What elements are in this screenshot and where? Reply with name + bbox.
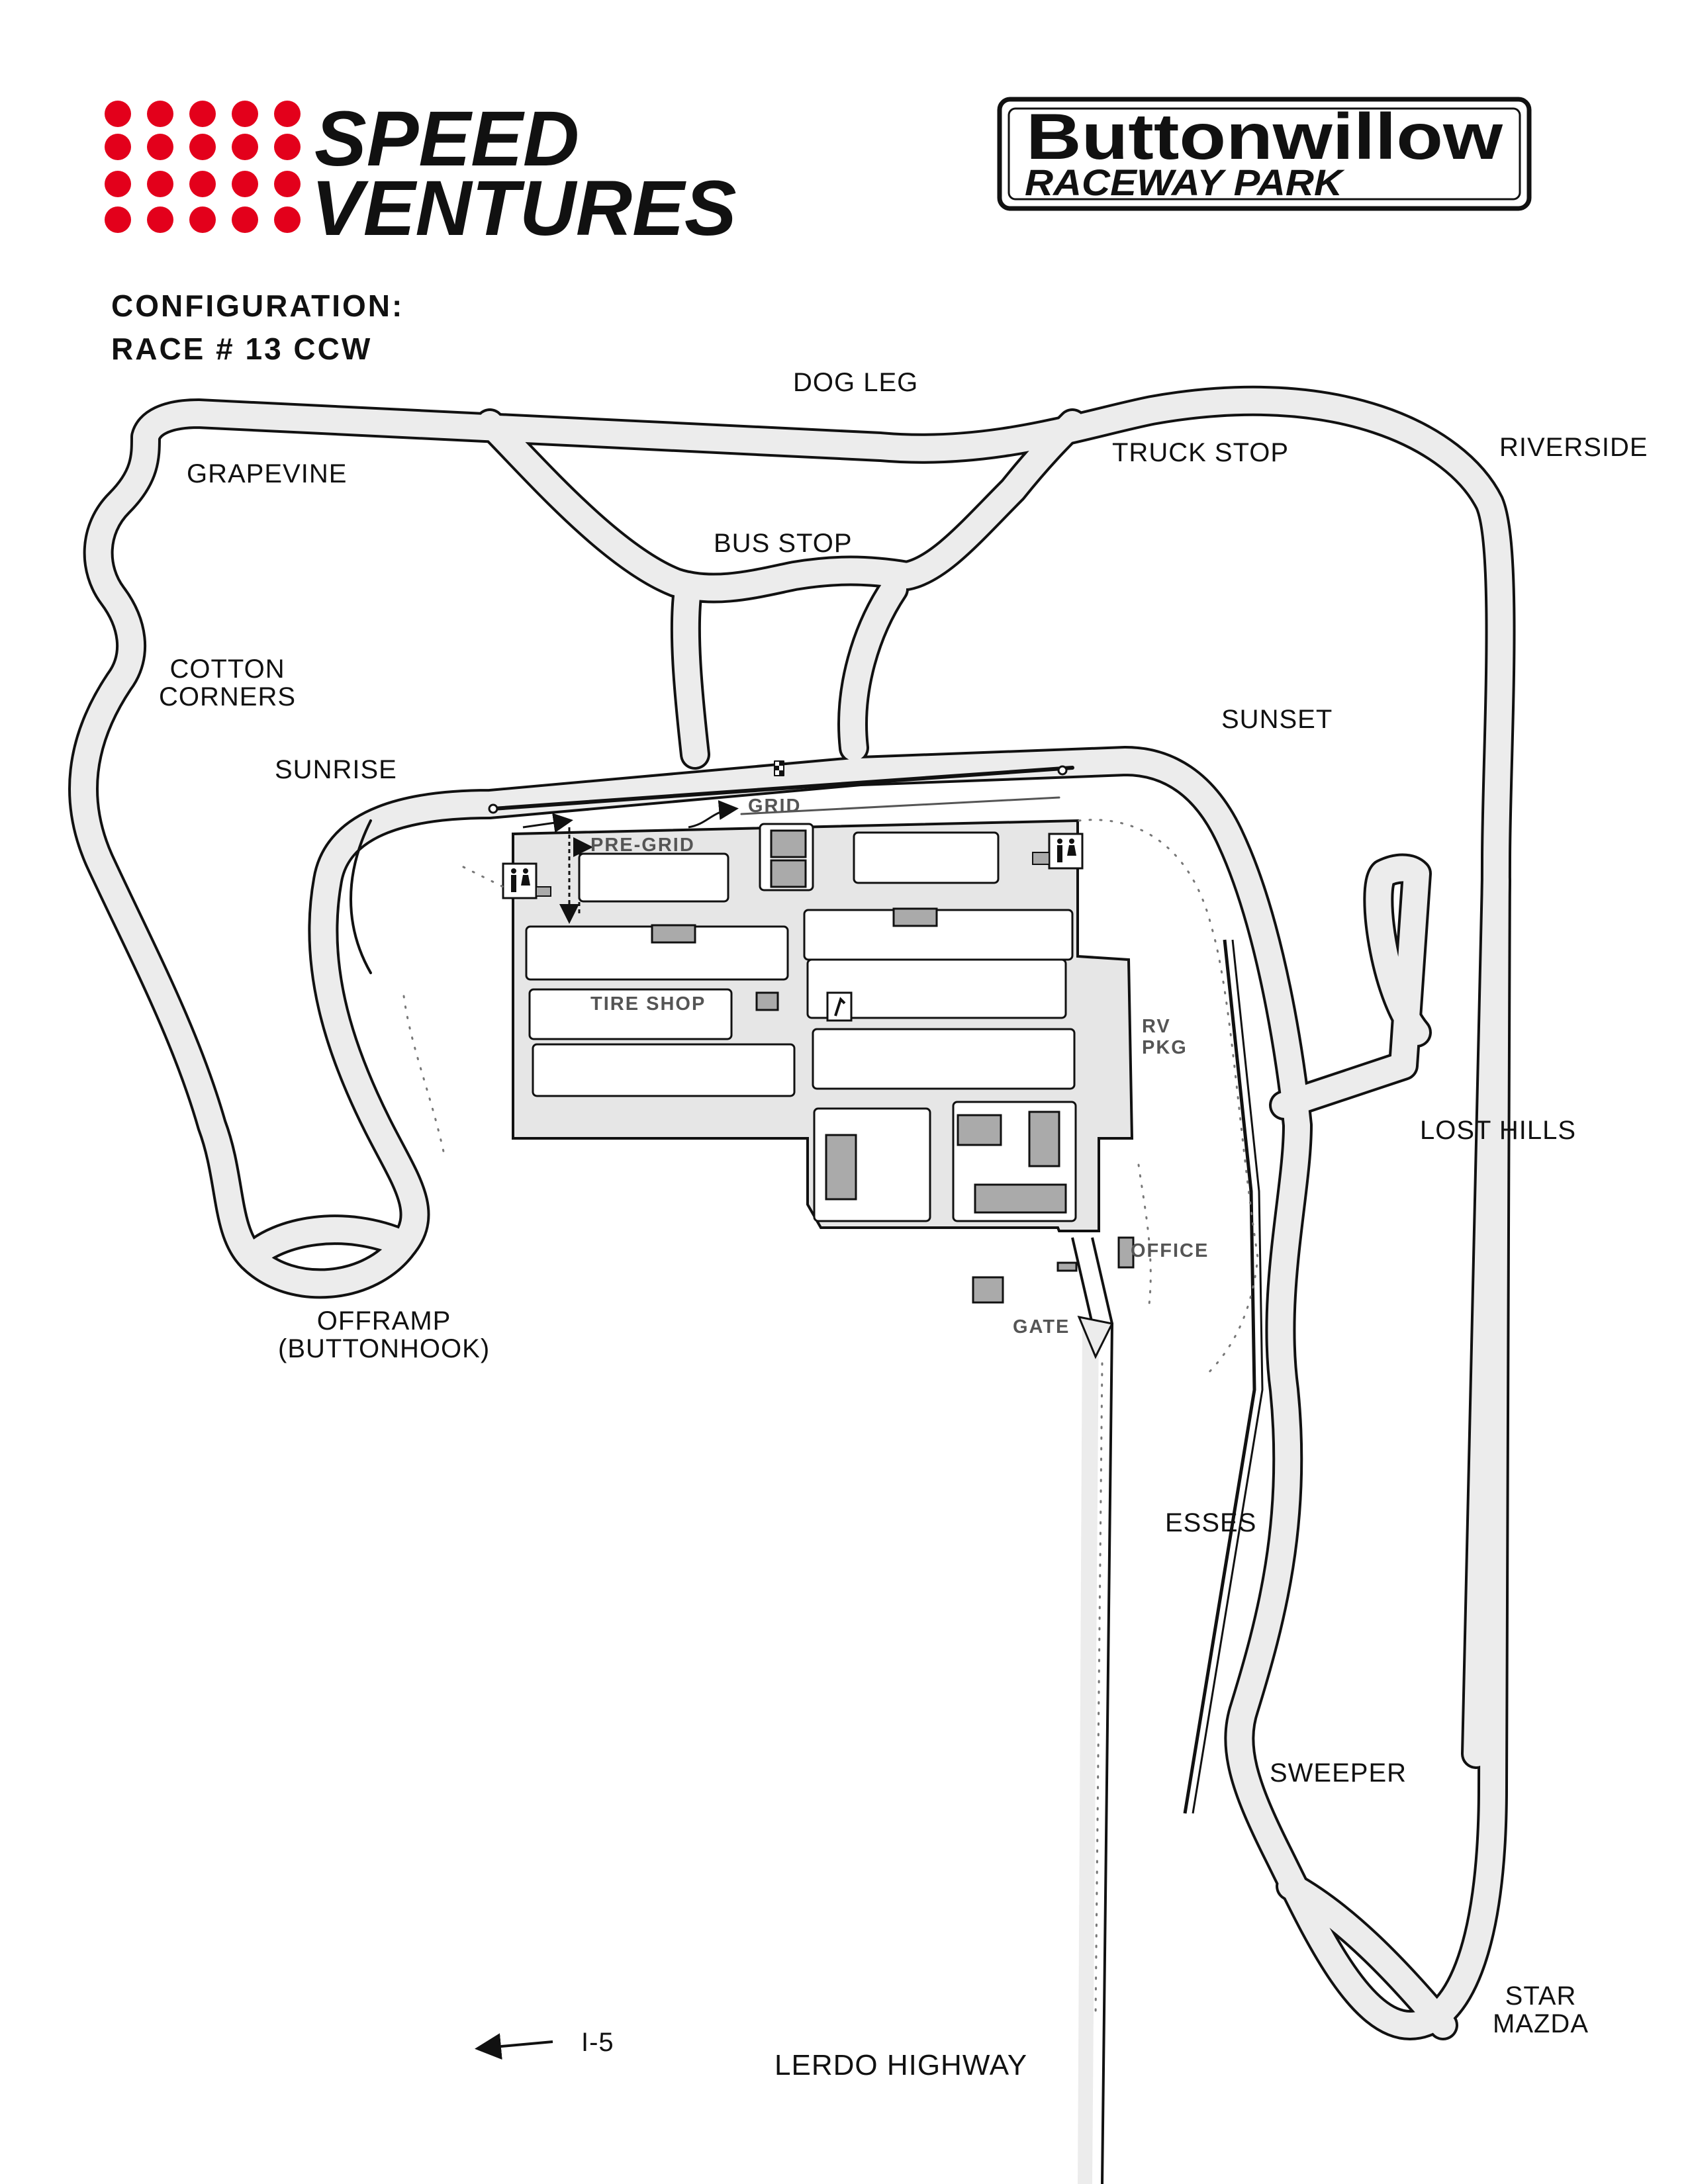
race-track [83, 401, 1501, 2040]
pregrid-arrow-3 [573, 837, 593, 913]
speed-logo-line1: SPEED [314, 95, 579, 183]
speed-logo-line2: VENTURES [311, 165, 737, 252]
pregrid-arrow-1 [522, 813, 573, 833]
paddock-label-pre-grid: PRE-GRID [590, 835, 695, 856]
turn-label-esses: ESSES [1165, 1508, 1257, 1537]
paddock-label-rv-pkg: RV PKG [1142, 1016, 1188, 1058]
paddock-area [502, 800, 1135, 2184]
paddock-label-office: OFFICE [1131, 1240, 1209, 1261]
restroom-icon-right [1048, 833, 1084, 870]
paddock-label-gate: GATE [1013, 1316, 1070, 1338]
offramp-line2: (BUTTONHOOK) [278, 1334, 491, 1363]
restroom-icon-left [502, 862, 538, 899]
star-mazda-line2: MAZDA [1493, 2009, 1589, 2038]
turn-label-dog-leg: DOG LEG [793, 368, 919, 397]
turn-label-star-mazda: STAR MAZDA [1493, 1982, 1589, 2038]
offramp-line1: OFFRAMP [316, 1306, 451, 1336]
grid-arrow [688, 800, 739, 829]
i5-arrow [475, 2033, 553, 2060]
road-label-lerdo-highway: LERDO HIGHWAY [774, 2049, 1028, 2081]
buttonwillow-logo-line1: Buttonwillow [1026, 100, 1503, 173]
speed-ventures-logo-dots [105, 101, 301, 233]
turn-label-grapevine: GRAPEVINE [187, 459, 348, 488]
turn-label-cotton-corners: COTTON CORNERS [159, 655, 296, 711]
turn-label-offramp: OFFRAMP (BUTTONHOOK) [278, 1307, 490, 1363]
rv-pkg-line1: RV [1142, 1016, 1171, 1037]
buttonwillow-logo: Buttonwillow RACEWAY PARK [997, 97, 1532, 211]
buttonwillow-logo-line2: RACEWAY PARK [1025, 161, 1345, 203]
turn-label-sunrise: SUNRISE [275, 755, 397, 784]
turn-label-riverside: RIVERSIDE [1499, 433, 1648, 462]
paddock-label-tire-shop: TIRE SHOP [590, 993, 706, 1015]
rv-pkg-line2: PKG [1142, 1037, 1188, 1058]
turn-label-bus-stop: BUS STOP [714, 529, 853, 558]
gate-arrow [1077, 1315, 1114, 1359]
trees [402, 819, 1259, 2020]
configuration-title: CONFIGURATION: [111, 289, 404, 323]
turn-label-sweeper: SWEEPER [1270, 1758, 1407, 1788]
road-label-i5: I-5 [581, 2028, 614, 2057]
turn-label-sunset: SUNSET [1221, 705, 1333, 734]
cotton-corners-line2: CORNERS [159, 682, 297, 711]
service-road [1183, 939, 1256, 1814]
paddock-label-grid: GRID [748, 796, 802, 817]
turn-label-lost-hills: LOST HILLS [1420, 1116, 1577, 1145]
turn-label-truck-stop: TRUCK STOP [1112, 438, 1289, 467]
configuration-value: RACE # 13 CCW [111, 332, 373, 366]
star-mazda-line1: STAR [1505, 1981, 1577, 2011]
service-road-edge [1192, 939, 1264, 1814]
cotton-corners-line1: COTTON [169, 655, 285, 684]
